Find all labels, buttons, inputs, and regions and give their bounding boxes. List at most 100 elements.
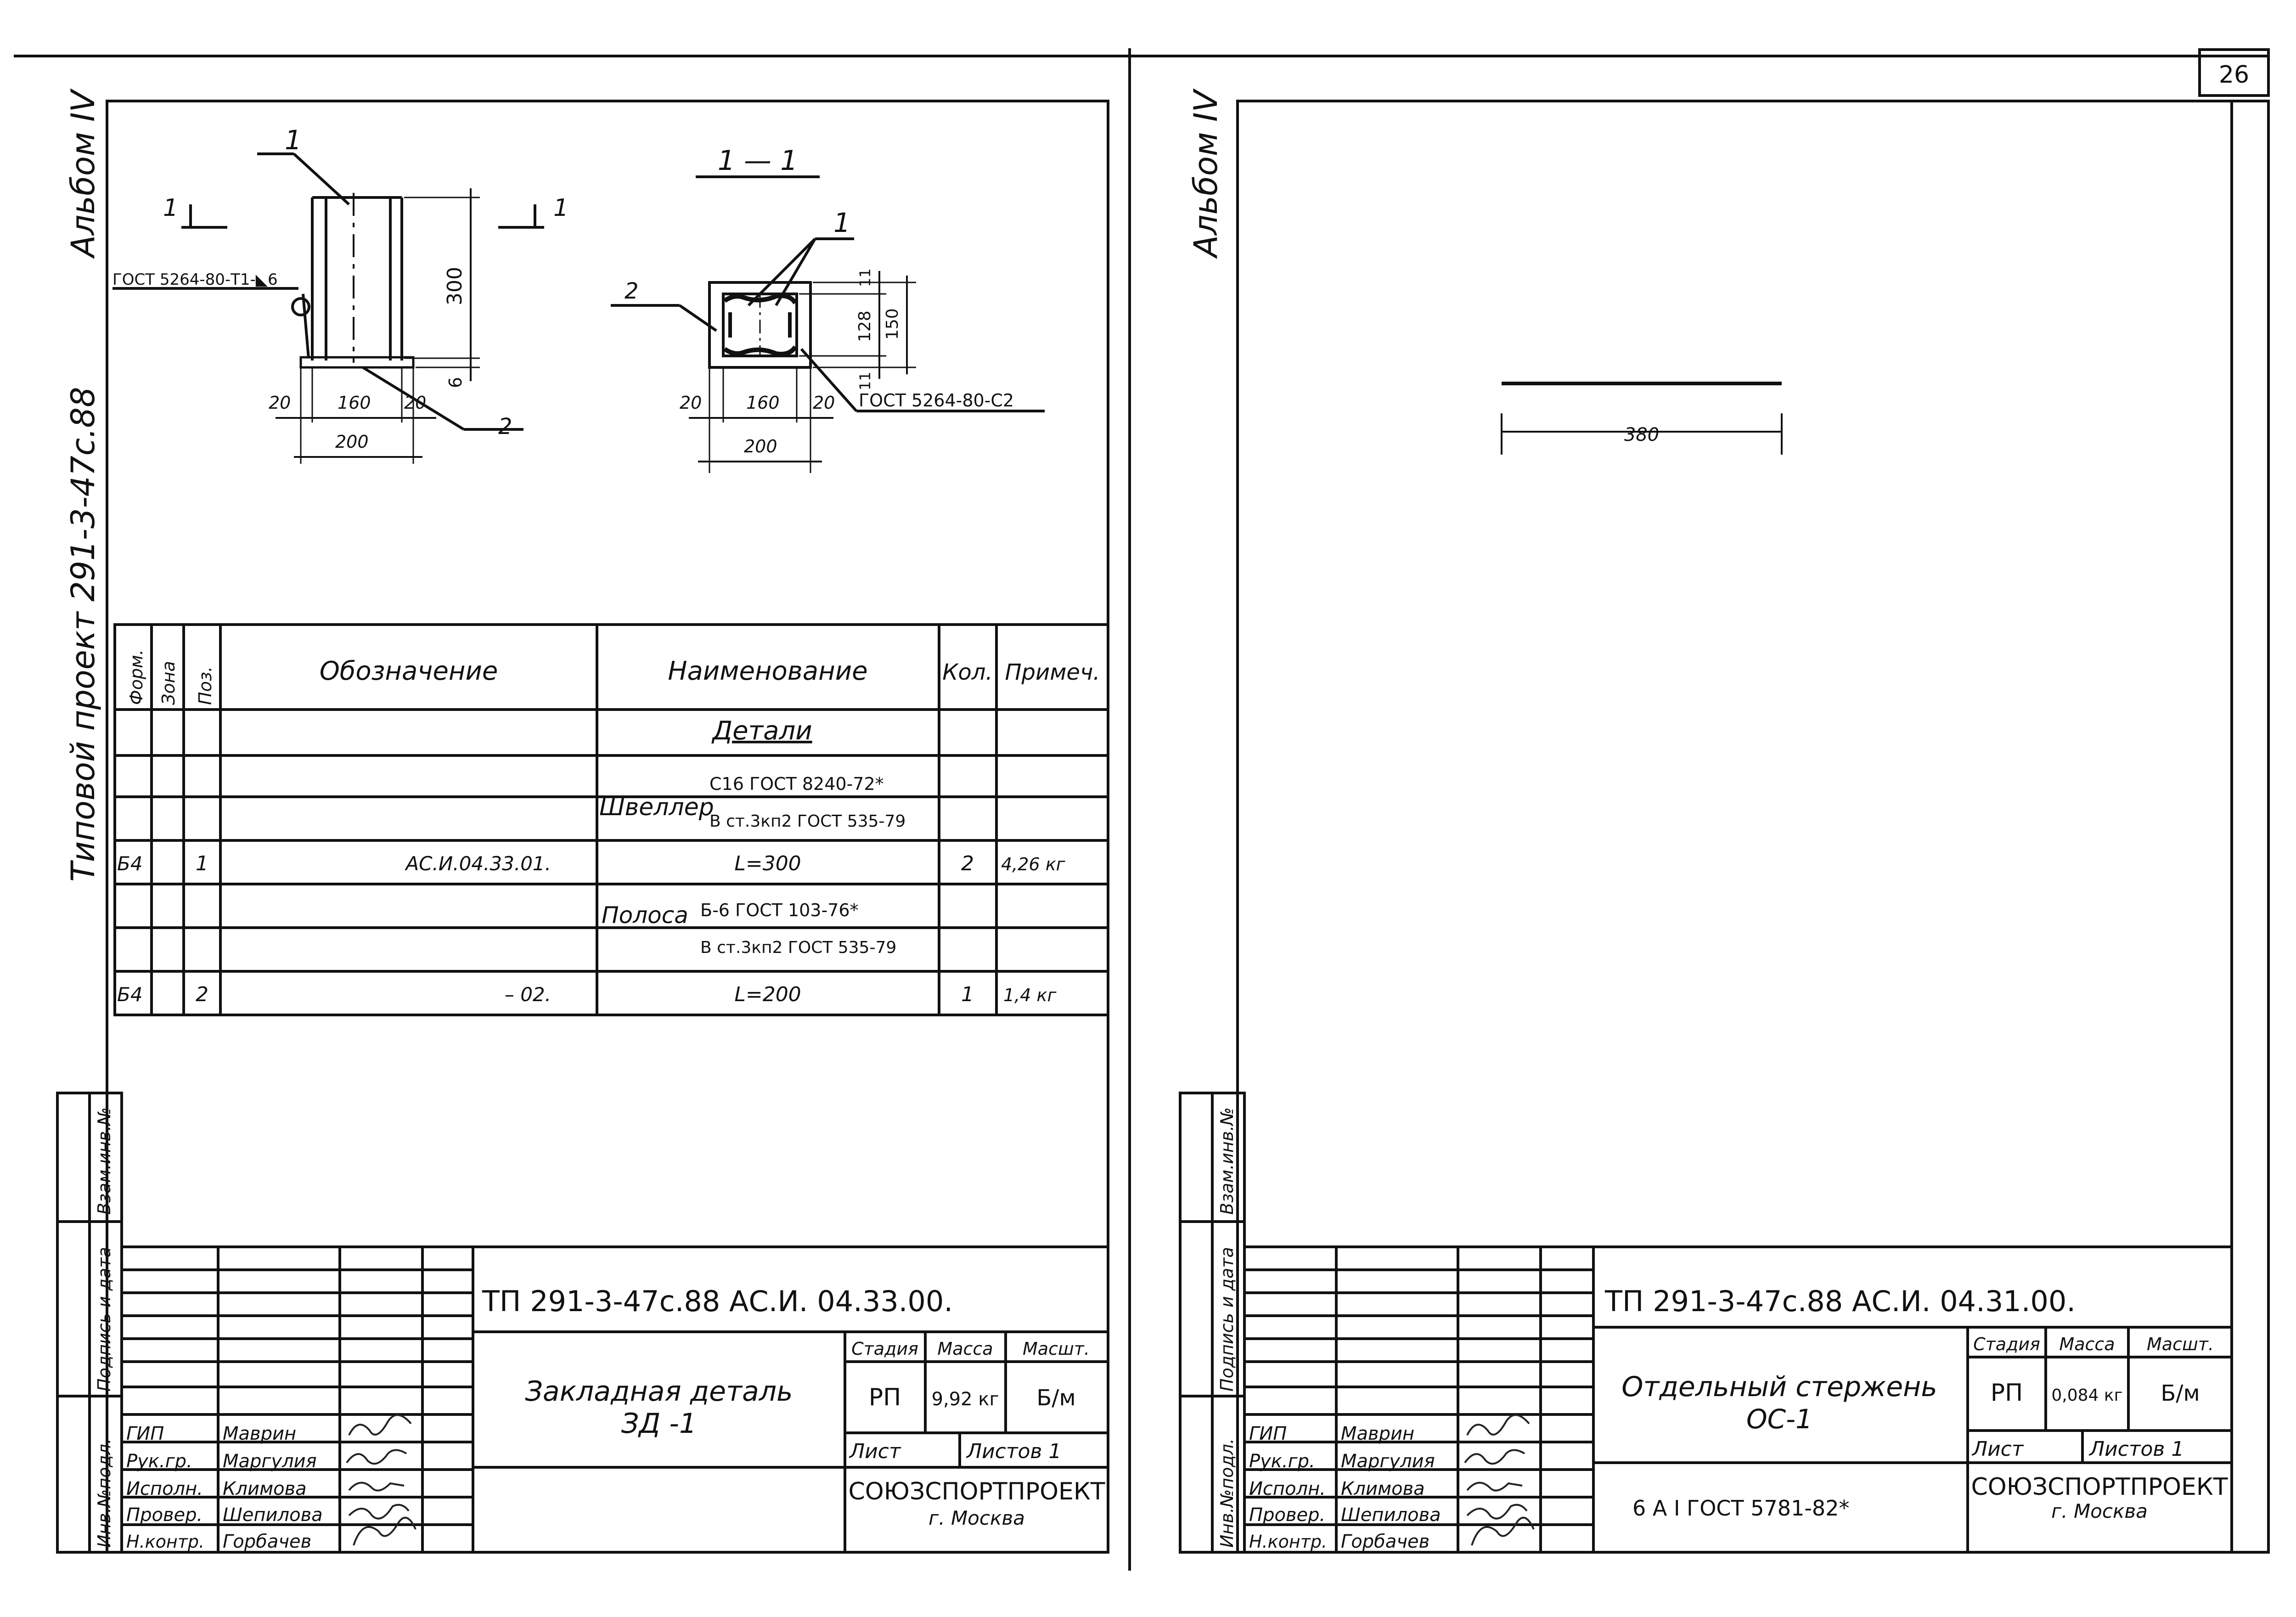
left-sheets-label: Листов 1 [966, 1440, 1061, 1463]
right-staff-role-5: Н.контр. [1249, 1532, 1327, 1552]
dim-200-left: 200 [335, 432, 369, 452]
left-staff-role-4: Провер. [126, 1504, 203, 1526]
profile-2-bottom: В ст.3кп2 ГОСТ 535-79 [700, 938, 896, 957]
right-side-label-signature: Подпись и дата [1217, 1247, 1237, 1392]
left-signatures [346, 1414, 416, 1546]
left-mass-header: Масса [937, 1339, 993, 1359]
profile-1-top: С16 ГОСТ 8240-72* [709, 774, 884, 794]
right-sheets-label: Листов 1 [2088, 1437, 2184, 1461]
spec-header-qty: Кол. [942, 659, 992, 685]
dim-6: 6 [445, 377, 466, 388]
side-label-signature: Подпись и дата [94, 1247, 114, 1392]
section-pos-2-label: 2 [625, 278, 639, 304]
row-1-qty: 2 [961, 852, 974, 875]
right-staff-name-5: Горбачев [1341, 1531, 1429, 1552]
dim-160-left: 160 [338, 393, 371, 413]
right-staff-role-1: ГИП [1249, 1423, 1287, 1444]
spec-section-details: Детали [711, 716, 812, 746]
right-staff-name-2: Маргулия [1341, 1451, 1435, 1472]
pos-1-label: 1 [285, 124, 302, 156]
section-view [611, 175, 1045, 473]
left-staff-role-2: Рук.гр. [126, 1451, 192, 1472]
sec-dim-20-right: 20 [813, 393, 835, 413]
row-1-name: L=300 [734, 852, 801, 875]
left-scale-header: Масшт. [1023, 1339, 1090, 1359]
section-mark-right: 1 [553, 194, 568, 222]
row-1-pos: 1 [196, 852, 208, 875]
right-staff-name-4: Шепилова [1341, 1504, 1441, 1526]
spec-header-name: Наименование [668, 656, 867, 686]
bar-drawing [1501, 382, 1783, 455]
dim-11-bottom: 11 [856, 372, 874, 390]
right-city: г. Москва [2051, 1500, 2148, 1522]
elevation-view [113, 152, 544, 464]
spec-header-form: Форм. [126, 649, 146, 705]
row-2-pos: 2 [196, 983, 208, 1006]
left-staff-name-5: Горбачев [223, 1531, 311, 1552]
margin-project-title: Типовой проект 291-3-47с.88 [64, 387, 102, 882]
right-staff-role-3: Исполн. [1249, 1478, 1326, 1499]
dim-20-right: 20 [404, 393, 426, 413]
spec-header-note: Примеч. [1005, 659, 1100, 685]
right-mass: 0,084 кг [2051, 1386, 2122, 1405]
right-title-line1: Отдельный стержень [1621, 1371, 1937, 1403]
right-staff-name-1: Маврин [1341, 1423, 1414, 1444]
right-side-label-inv-podl: Инв.№подл. [1217, 1438, 1237, 1548]
row-1-form: Б4 [117, 852, 143, 875]
right-stage: РП [1991, 1379, 2023, 1407]
right-staff-role-4: Провер. [1249, 1504, 1325, 1526]
dim-128: 128 [855, 310, 874, 342]
row-2-designation: – 02. [505, 983, 551, 1006]
right-side-label-replaced: Взам.инв.№ [1217, 1107, 1237, 1215]
right-org: СОЮЗСПОРТПРОЕКТ [1971, 1473, 2228, 1501]
spec-header-designation: Обозначение [320, 656, 498, 686]
sec-dim-20-left: 20 [680, 393, 702, 413]
left-title-line2: ЗД -1 [621, 1408, 697, 1440]
right-material: 6 А I ГОСТ 5781-82* [1632, 1496, 1849, 1521]
dim-150: 150 [883, 308, 902, 340]
left-staff-name-4: Шепилова [223, 1504, 323, 1526]
profile-2-name: Полоса [602, 902, 688, 929]
section-mark-left: 1 [163, 194, 178, 222]
left-scale: Б/м [1036, 1385, 1075, 1411]
left-stage-header: Стадия [851, 1339, 918, 1359]
sec-dim-160: 160 [746, 393, 780, 413]
spec-header-zone: Зона [158, 661, 179, 705]
dim-11-top: 11 [856, 268, 874, 287]
left-staff-role-3: Исполн. [126, 1478, 203, 1499]
right-scale-header: Масшт. [2147, 1334, 2214, 1354]
left-sheet-label: Лист [849, 1440, 901, 1463]
sheet-number: 26 [2219, 61, 2249, 89]
row-1-designation: АС.И.04.33.01. [404, 852, 551, 875]
right-mass-header: Масса [2059, 1334, 2115, 1354]
right-title-line2: ОС-1 [1746, 1403, 1812, 1435]
margin-album-right: Альбом IV [1187, 88, 1225, 259]
row-2-name: L=200 [734, 983, 801, 1006]
left-staff-role-1: ГИП [126, 1423, 164, 1444]
right-scale: Б/м [2161, 1380, 2200, 1406]
right-signatures [1464, 1414, 1535, 1546]
left-staff-name-3: Климова [223, 1478, 307, 1499]
left-staff-role-5: Н.контр. [126, 1532, 204, 1552]
row-1-note: 4,26 кг [1001, 854, 1066, 874]
sec-dim-200: 200 [744, 436, 777, 456]
row-2-note: 1,4 кг [1003, 985, 1057, 1005]
section-title: 1 — 1 [718, 145, 798, 177]
left-stage: РП [869, 1384, 901, 1411]
spec-header-pos: Поз. [195, 666, 215, 705]
section-pos-1-label: 1 [833, 207, 850, 238]
dim-20-left: 20 [269, 393, 291, 413]
left-staff-name-2: Маргулия [223, 1451, 317, 1472]
row-2-form: Б4 [117, 983, 143, 1006]
pos-2-label: 2 [498, 414, 512, 439]
right-staff-name-3: Климова [1341, 1478, 1425, 1499]
profile-1-name: Швеллер [599, 794, 714, 821]
profile-1-bottom: В ст.3кп2 ГОСТ 535-79 [709, 812, 906, 831]
right-staff-role-2: Рук.гр. [1249, 1451, 1315, 1472]
dim-380: 380 [1624, 424, 1659, 445]
side-label-replaced: Взам.инв.№ [94, 1107, 114, 1215]
side-label-inv-podl: Инв.№подл. [94, 1438, 114, 1548]
left-org: СОЮЗСПОРТПРОЕКТ [848, 1478, 1105, 1505]
right-sheet-label: Лист [1971, 1437, 2024, 1461]
left-city: г. Москва [929, 1507, 1025, 1529]
